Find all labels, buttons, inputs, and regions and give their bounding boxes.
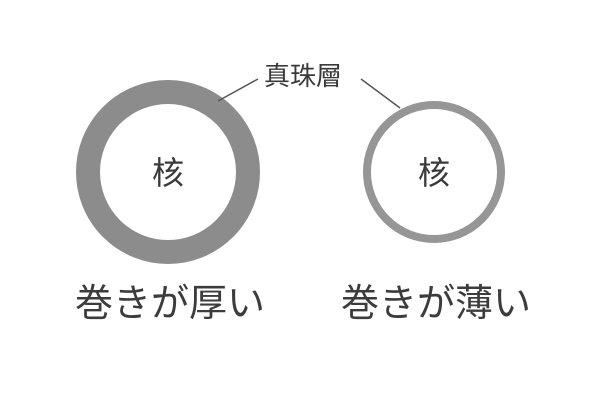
leader-line-right bbox=[360, 78, 401, 109]
caption-thin: 巻きが薄い bbox=[340, 281, 531, 325]
leader-line-left bbox=[217, 78, 259, 102]
core-label-right: 核 bbox=[418, 154, 450, 192]
core-label-left: 核 bbox=[152, 154, 184, 192]
nacre-callout: 真珠層 bbox=[217, 62, 401, 109]
thick-pearl: 核 bbox=[76, 80, 260, 264]
caption-thick: 巻きが厚い bbox=[74, 281, 265, 325]
nacre-layer-label: 真珠層 bbox=[264, 62, 342, 92]
thin-pearl: 核 bbox=[363, 101, 505, 243]
thin-nacre-ring bbox=[363, 101, 505, 243]
thick-nacre-ring bbox=[76, 80, 260, 264]
